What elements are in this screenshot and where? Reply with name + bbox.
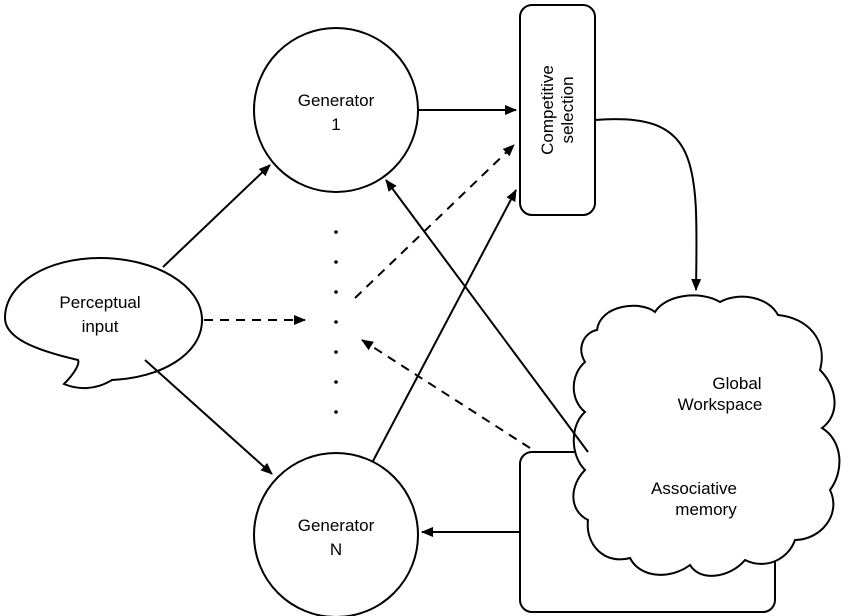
global-workspace-label-line2: Workspace bbox=[678, 395, 763, 414]
generator-n-label-line2: N bbox=[330, 540, 342, 559]
global-workspace-cloud bbox=[572, 294, 841, 577]
arrow-selection-to-workspace bbox=[594, 118, 702, 291]
competitive-selection-box bbox=[519, 4, 596, 216]
generator-n-node bbox=[253, 452, 419, 616]
perceptual-input-bubble bbox=[3, 256, 204, 390]
associative-memory-label-line1: Associative bbox=[651, 479, 737, 498]
generator-1-node bbox=[253, 27, 419, 193]
competitive-selection-label: Competitive selection bbox=[538, 65, 577, 155]
associative-memory-label-line2: memory bbox=[675, 500, 737, 519]
arrow-input-to-generator-1 bbox=[162, 164, 271, 268]
perceptual-input-label-line1: Perceptual bbox=[59, 293, 140, 312]
generator-1-label-line2: 1 bbox=[331, 115, 340, 134]
global-workspace-label-line1: Global bbox=[712, 374, 761, 393]
arrow-generator-n-to-selection bbox=[372, 189, 517, 462]
dashed-arrow-memory-to-middle bbox=[361, 339, 531, 449]
ellipsis-dots bbox=[334, 230, 338, 414]
generator-n-label-line1: Generator bbox=[298, 516, 375, 535]
generator-1-label-line1: Generator bbox=[298, 91, 375, 110]
arrow-memory-to-generator-1 bbox=[385, 179, 589, 453]
dashed-arrow-middle-to-selection bbox=[354, 144, 515, 299]
competitive-selection-label-line1: Competitive bbox=[538, 65, 557, 155]
arrow-input-to-generator-n bbox=[144, 359, 273, 475]
perceptual-input-label-line2: input bbox=[82, 317, 119, 336]
competitive-selection-label-line2: selection bbox=[558, 76, 577, 143]
